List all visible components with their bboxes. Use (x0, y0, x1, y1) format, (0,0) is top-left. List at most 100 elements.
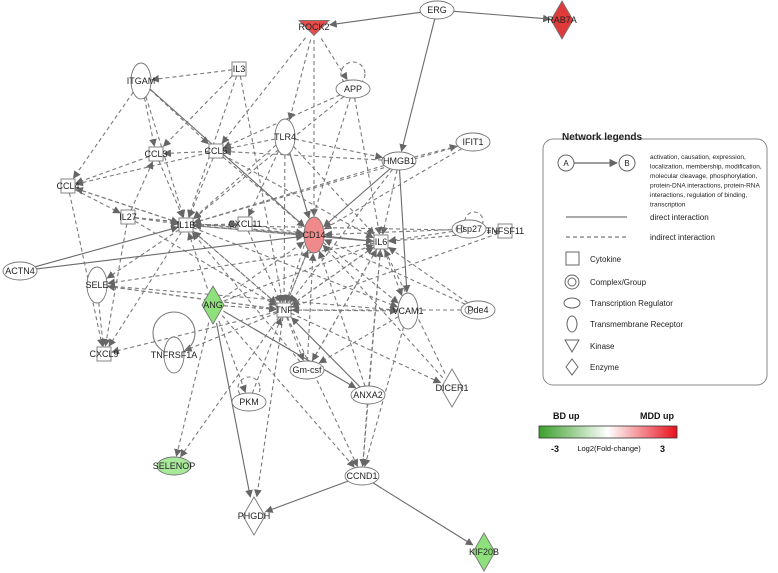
node-shape-ccl4 (60, 178, 76, 194)
node-il1b[interactable]: IL1B (177, 217, 196, 233)
edge-tnf-to-il6 (290, 247, 374, 306)
edge-gm-csf-to-il1b (191, 232, 301, 363)
node-label-app: APP (344, 84, 362, 94)
node-gm-csf[interactable]: Gm-csf (289, 360, 325, 380)
node-ccl4[interactable]: CCL4 (56, 178, 80, 194)
edge-il1b-to-cxcl9 (108, 231, 183, 347)
edge-itgam-to-ccl4 (72, 91, 134, 179)
node-rock2[interactable]: ROCK2 (297, 20, 331, 37)
node-selenop[interactable]: SELENOP (153, 456, 196, 476)
legend-tm-label: Transmembrane Receptor (590, 320, 683, 329)
legend-complex-label: Complex/Group (590, 278, 647, 287)
legend-relation-line: activation, causation, expression, (650, 154, 746, 161)
self-loop-app (340, 61, 366, 87)
edge-vcam1-to-gm-csf (318, 316, 399, 364)
node-hsp27[interactable]: Hsp27 (451, 219, 487, 239)
edge-dicer1-to-il6 (384, 249, 446, 374)
edge-ccl4-to-il27 (74, 189, 121, 214)
node-label-phgdh: PHGDH (238, 511, 271, 521)
node-shape-tnfrsf1a (163, 336, 185, 374)
node-label-hmgb1: HMGB1 (383, 156, 415, 166)
node-actn4[interactable]: ACTN4 (2, 261, 38, 281)
node-dicer1[interactable]: DICER1 (435, 368, 469, 408)
edge-app-to-il6 (354, 97, 383, 235)
node-tlr4[interactable]: TLR4 (274, 118, 296, 156)
node-label-cxcl11: CXCL11 (228, 219, 261, 229)
scale-label: Log2(Fold-change) (577, 444, 641, 453)
node-label-rock2: ROCK2 (298, 22, 329, 32)
edge-ang-to-ccnd1 (221, 315, 355, 468)
node-anxa2[interactable]: ANXA2 (350, 385, 386, 405)
node-ang[interactable]: ANG (201, 285, 225, 325)
node-shape-ccl5 (208, 143, 224, 159)
node-label-tnf: TNF (275, 305, 293, 315)
edge-anxa2-to-cd14 (318, 250, 366, 387)
edge-il27-to-ccl3 (130, 161, 154, 211)
node-ccl5[interactable]: CCL5 (204, 143, 228, 159)
edge-il3-to-ccl3 (162, 75, 233, 147)
edge-gm-csf-to-cd14 (306, 253, 317, 362)
node-tnf[interactable]: TNF (275, 302, 293, 318)
node-ifit1[interactable]: IFIT1 (455, 132, 491, 152)
edge-il6-to-gm-csf (311, 248, 378, 362)
edge-ang-to-tnf (223, 305, 277, 313)
node-ccl3[interactable]: CCL3 (144, 146, 168, 162)
node-tnfsf11[interactable]: TNFSF11 (486, 223, 524, 239)
node-il6[interactable]: IL6 (373, 234, 389, 250)
node-phgdh[interactable]: PHGDH (238, 496, 271, 536)
node-shape-rab7a (550, 0, 574, 40)
edge-il6-to-vcam1 (383, 248, 403, 297)
node-label-erg: ERG (427, 5, 447, 15)
edge-hmgb1-to-il1b (193, 164, 385, 225)
node-label-cd14: CD14 (302, 230, 325, 240)
edge-il6-to-ccnd1 (359, 248, 381, 467)
node-cxcl9[interactable]: CXCL9 (89, 346, 119, 362)
node-label-il6: IL6 (375, 237, 388, 247)
edge-ccl5-to-ccl4 (75, 152, 210, 187)
node-rab7a[interactable]: RAB7A (547, 0, 577, 40)
node-label-ccl5: CCL5 (204, 146, 227, 156)
node-pkm[interactable]: PKM (231, 392, 267, 412)
node-shape-actn4 (2, 261, 38, 281)
node-shape-pde4 (460, 300, 496, 320)
edge-il1b-to-cd14 (192, 224, 304, 238)
node-itgam[interactable]: ITGAM (127, 62, 156, 100)
node-il27[interactable]: IL27 (119, 209, 137, 225)
node-pde4[interactable]: Pde4 (460, 300, 496, 320)
node-label-rab7a: RAB7A (547, 15, 577, 25)
legend-tm-icon (566, 315, 578, 333)
edge-il6-to-il1b (193, 222, 375, 242)
edge-itgam-to-ccl3 (143, 97, 157, 147)
node-sele[interactable]: SELE (85, 266, 109, 304)
node-label-tnfsf11: TNFSF11 (486, 226, 524, 236)
node-il3[interactable]: IL3 (231, 61, 247, 77)
node-vcam1[interactable]: VCAM1 (392, 292, 424, 330)
edge-ccl5-to-il1b (188, 157, 214, 218)
node-cd14[interactable]: CD14 (302, 216, 326, 254)
legend-cytokine-label: Cytokine (590, 255, 622, 264)
legend-enzyme-icon (565, 358, 579, 376)
node-label-il3: IL3 (233, 64, 246, 74)
scale-left-title: BD up (553, 411, 580, 421)
edge-hmgb1-to-vcam1 (398, 169, 411, 293)
edge-erg-to-hmgb1 (399, 18, 436, 152)
node-cxcl11[interactable]: CXCL11 (228, 216, 262, 232)
node-shape-vcam1 (397, 292, 419, 330)
edge-itgam-to-cd14 (149, 88, 305, 227)
node-erg[interactable]: ERG (419, 0, 455, 20)
node-shape-hmgb1 (381, 151, 417, 171)
node-kif20b[interactable]: KIF20B (469, 532, 499, 572)
node-hmgb1[interactable]: HMGB1 (381, 151, 417, 171)
node-app[interactable]: APP (335, 79, 371, 99)
node-tnfrsf1a[interactable]: TNFRSF1A (151, 336, 198, 374)
edge-tnf-to-ccnd1 (286, 316, 359, 468)
node-ccnd1[interactable]: CCND1 (344, 466, 380, 486)
legend-relation-line: localization, membership, modification, (650, 164, 762, 171)
legend-complex-inner-icon (567, 277, 577, 287)
edge-tlr4-to-ccl5 (223, 138, 276, 152)
node-shape-erg (419, 0, 455, 20)
node-shape-tnf (276, 302, 292, 318)
edge-il1b-to-vcam1 (192, 227, 399, 308)
